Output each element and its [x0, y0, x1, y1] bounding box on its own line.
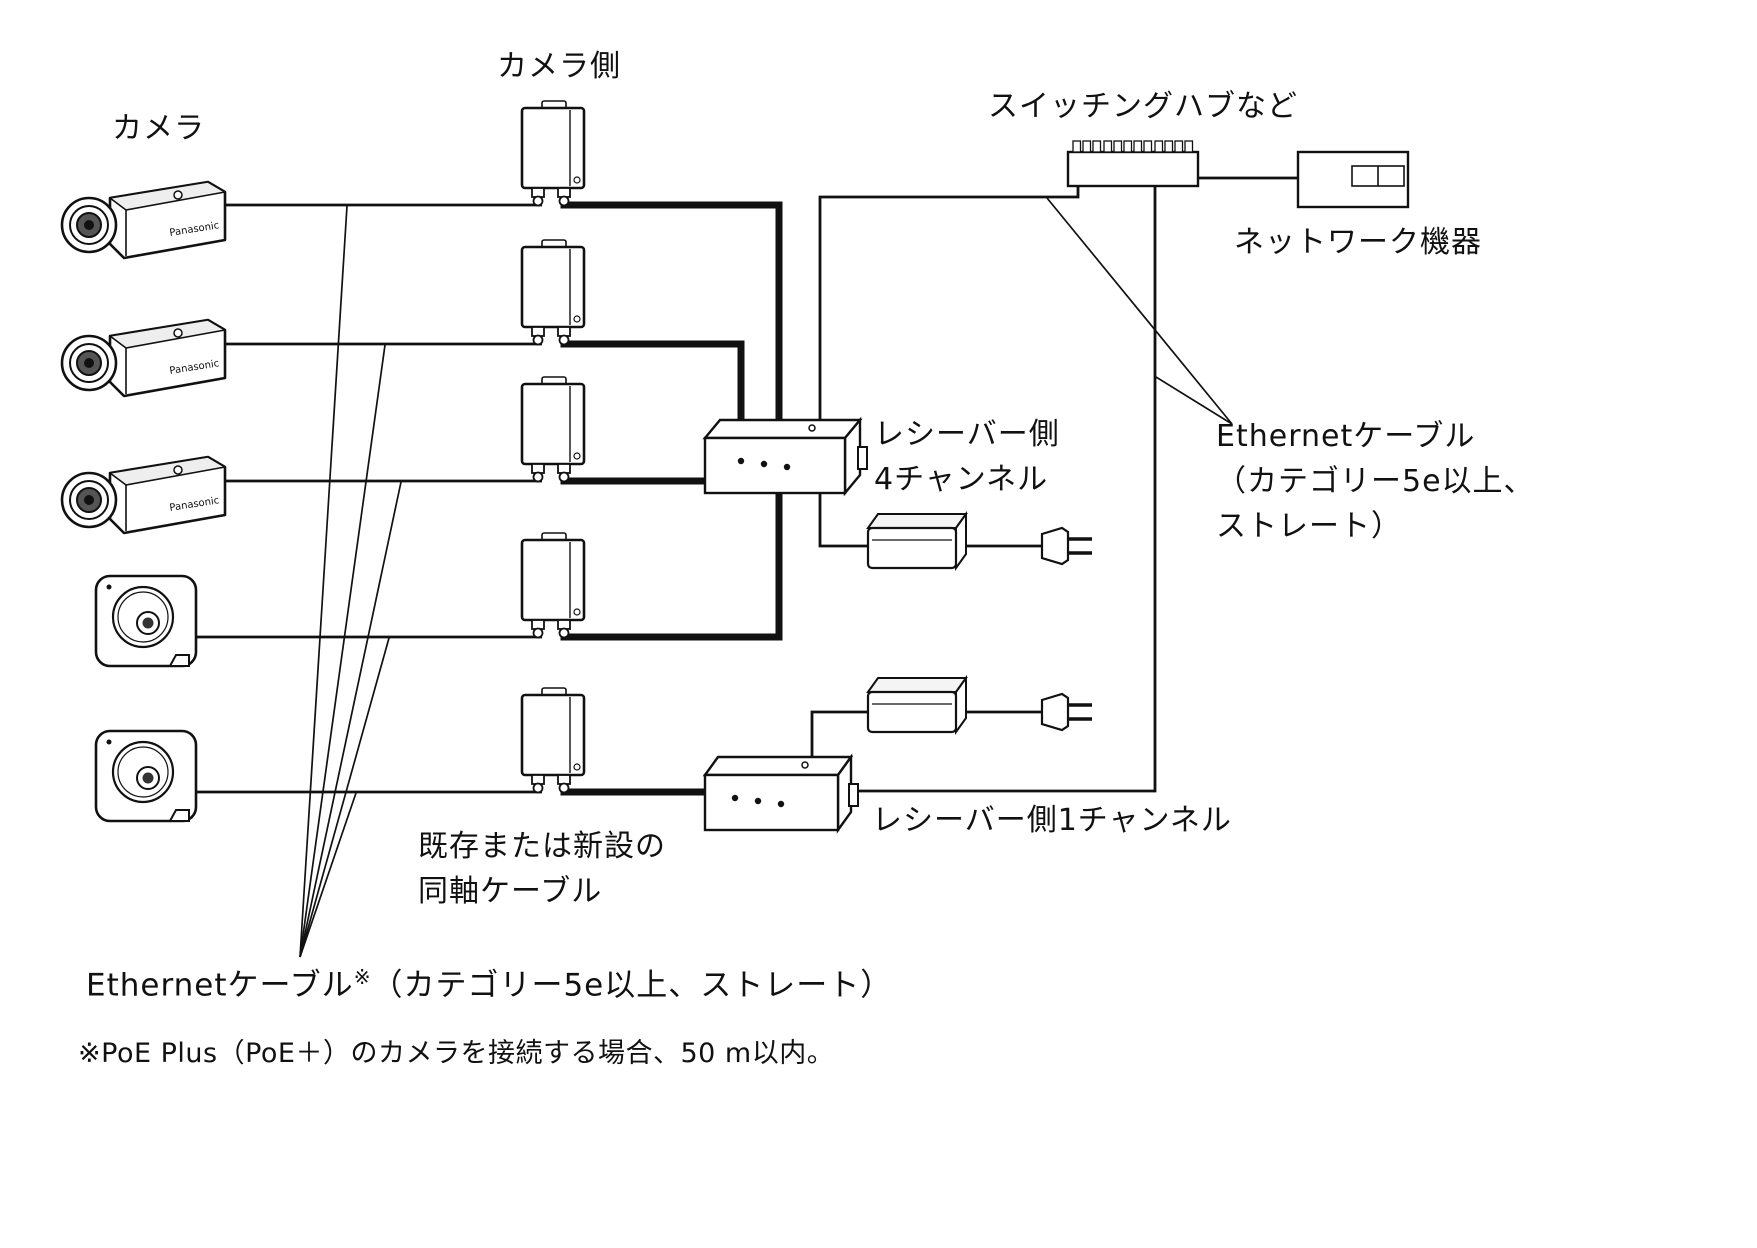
ethernet-bottom-paren: （カテゴリー5e以上、ストレート） [371, 967, 893, 1004]
compact-camera-icon [94, 729, 198, 823]
switching-hub-icon [1066, 140, 1200, 188]
ethernet-cable-right-label: Ethernetケーブル （カテゴリー5e以上、 ストレート） [1216, 414, 1535, 549]
ac-adapter-icon [866, 512, 968, 570]
coax-cable-label: 既存または新設の 同軸ケーブル [418, 824, 666, 914]
poe-footnote: ※PoE Plus（PoE＋）のカメラを接続する場合、50 m以内。 [78, 1038, 835, 1069]
leader-line [299, 481, 402, 958]
label-line: ストレート） [1216, 509, 1402, 544]
leader-line [299, 637, 390, 958]
coax-cable-line [560, 329, 745, 434]
coax-cable-line [560, 466, 709, 485]
label-line: 既存または新設の [418, 829, 666, 864]
leader-lines-layer [299, 197, 1233, 958]
label-line: Ethernetケーブル [1216, 419, 1476, 454]
network-device-label: ネットワーク機器 [1234, 225, 1482, 260]
ethernet-bottom-main: Ethernetケーブル [86, 967, 354, 1004]
label-line: 同軸ケーブル [418, 874, 603, 909]
coax-converter-icon [520, 238, 586, 346]
coax-converter-icon [520, 686, 586, 794]
camera-side-label: カメラ側 [497, 49, 621, 84]
coax-cable-line [560, 777, 709, 796]
box-camera-icon [60, 455, 227, 535]
network-device-icon [1296, 150, 1410, 209]
receiver-4ch-label: レシーバー側 4チャンネル [874, 412, 1060, 502]
leader-line [1046, 197, 1233, 425]
coax-converter-icon [520, 531, 586, 639]
compact-camera-icon [94, 574, 198, 668]
receiver-4ch-icon [702, 416, 868, 497]
leader-line [299, 205, 348, 958]
footnote-marker: ※ [353, 965, 372, 989]
coax-cable-line [560, 489, 783, 641]
ethernet-cable-bottom-label: Ethernetケーブル※（カテゴリー5e以上、ストレート） [86, 962, 892, 1009]
power-cable-line [818, 490, 872, 548]
power-plug-icon [1040, 526, 1094, 566]
leader-line [299, 792, 357, 958]
coax-converter-icon [520, 375, 586, 483]
camera-label: カメラ [112, 111, 205, 146]
label-line: 4チャンネル [874, 462, 1049, 497]
power-cable-line [810, 710, 872, 766]
devices-layer [60, 99, 1410, 834]
label-line: レシーバー側 [874, 417, 1060, 452]
ethernet-cable-line [855, 184, 1157, 793]
ethernet-cable-line [818, 184, 1080, 424]
receiver-1ch-icon [702, 753, 859, 834]
box-camera-icon [60, 318, 227, 398]
box-camera-icon [60, 180, 227, 260]
coax-converter-icon [520, 99, 586, 207]
coax-cable-line [560, 190, 783, 434]
ac-adapter-icon [866, 676, 968, 734]
switching-hub-label: スイッチングハブなど [988, 89, 1298, 124]
receiver-1ch-label: レシーバー側1チャンネル [872, 803, 1232, 838]
label-line: （カテゴリー5e以上、 [1216, 464, 1535, 499]
power-plug-icon [1040, 692, 1094, 732]
leader-line [299, 344, 386, 958]
leader-line [1155, 376, 1233, 425]
